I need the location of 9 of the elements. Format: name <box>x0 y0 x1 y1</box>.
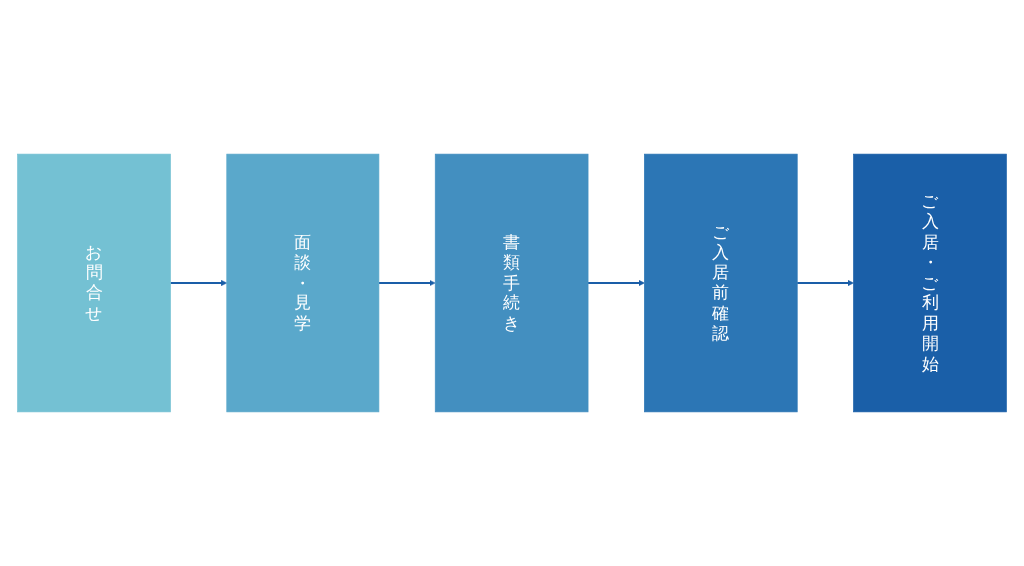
node-box: ご入居・ご利用開始 <box>853 153 1007 413</box>
node-box: ご入居前確認 <box>644 153 798 413</box>
arrow <box>588 279 645 287</box>
arrow <box>170 279 228 287</box>
node-box: 面談・見学 <box>226 153 380 413</box>
arrow <box>797 279 854 287</box>
arrow <box>378 279 436 287</box>
node-box: 書類手続き <box>434 153 589 413</box>
node-box: お問合せ <box>17 153 171 413</box>
